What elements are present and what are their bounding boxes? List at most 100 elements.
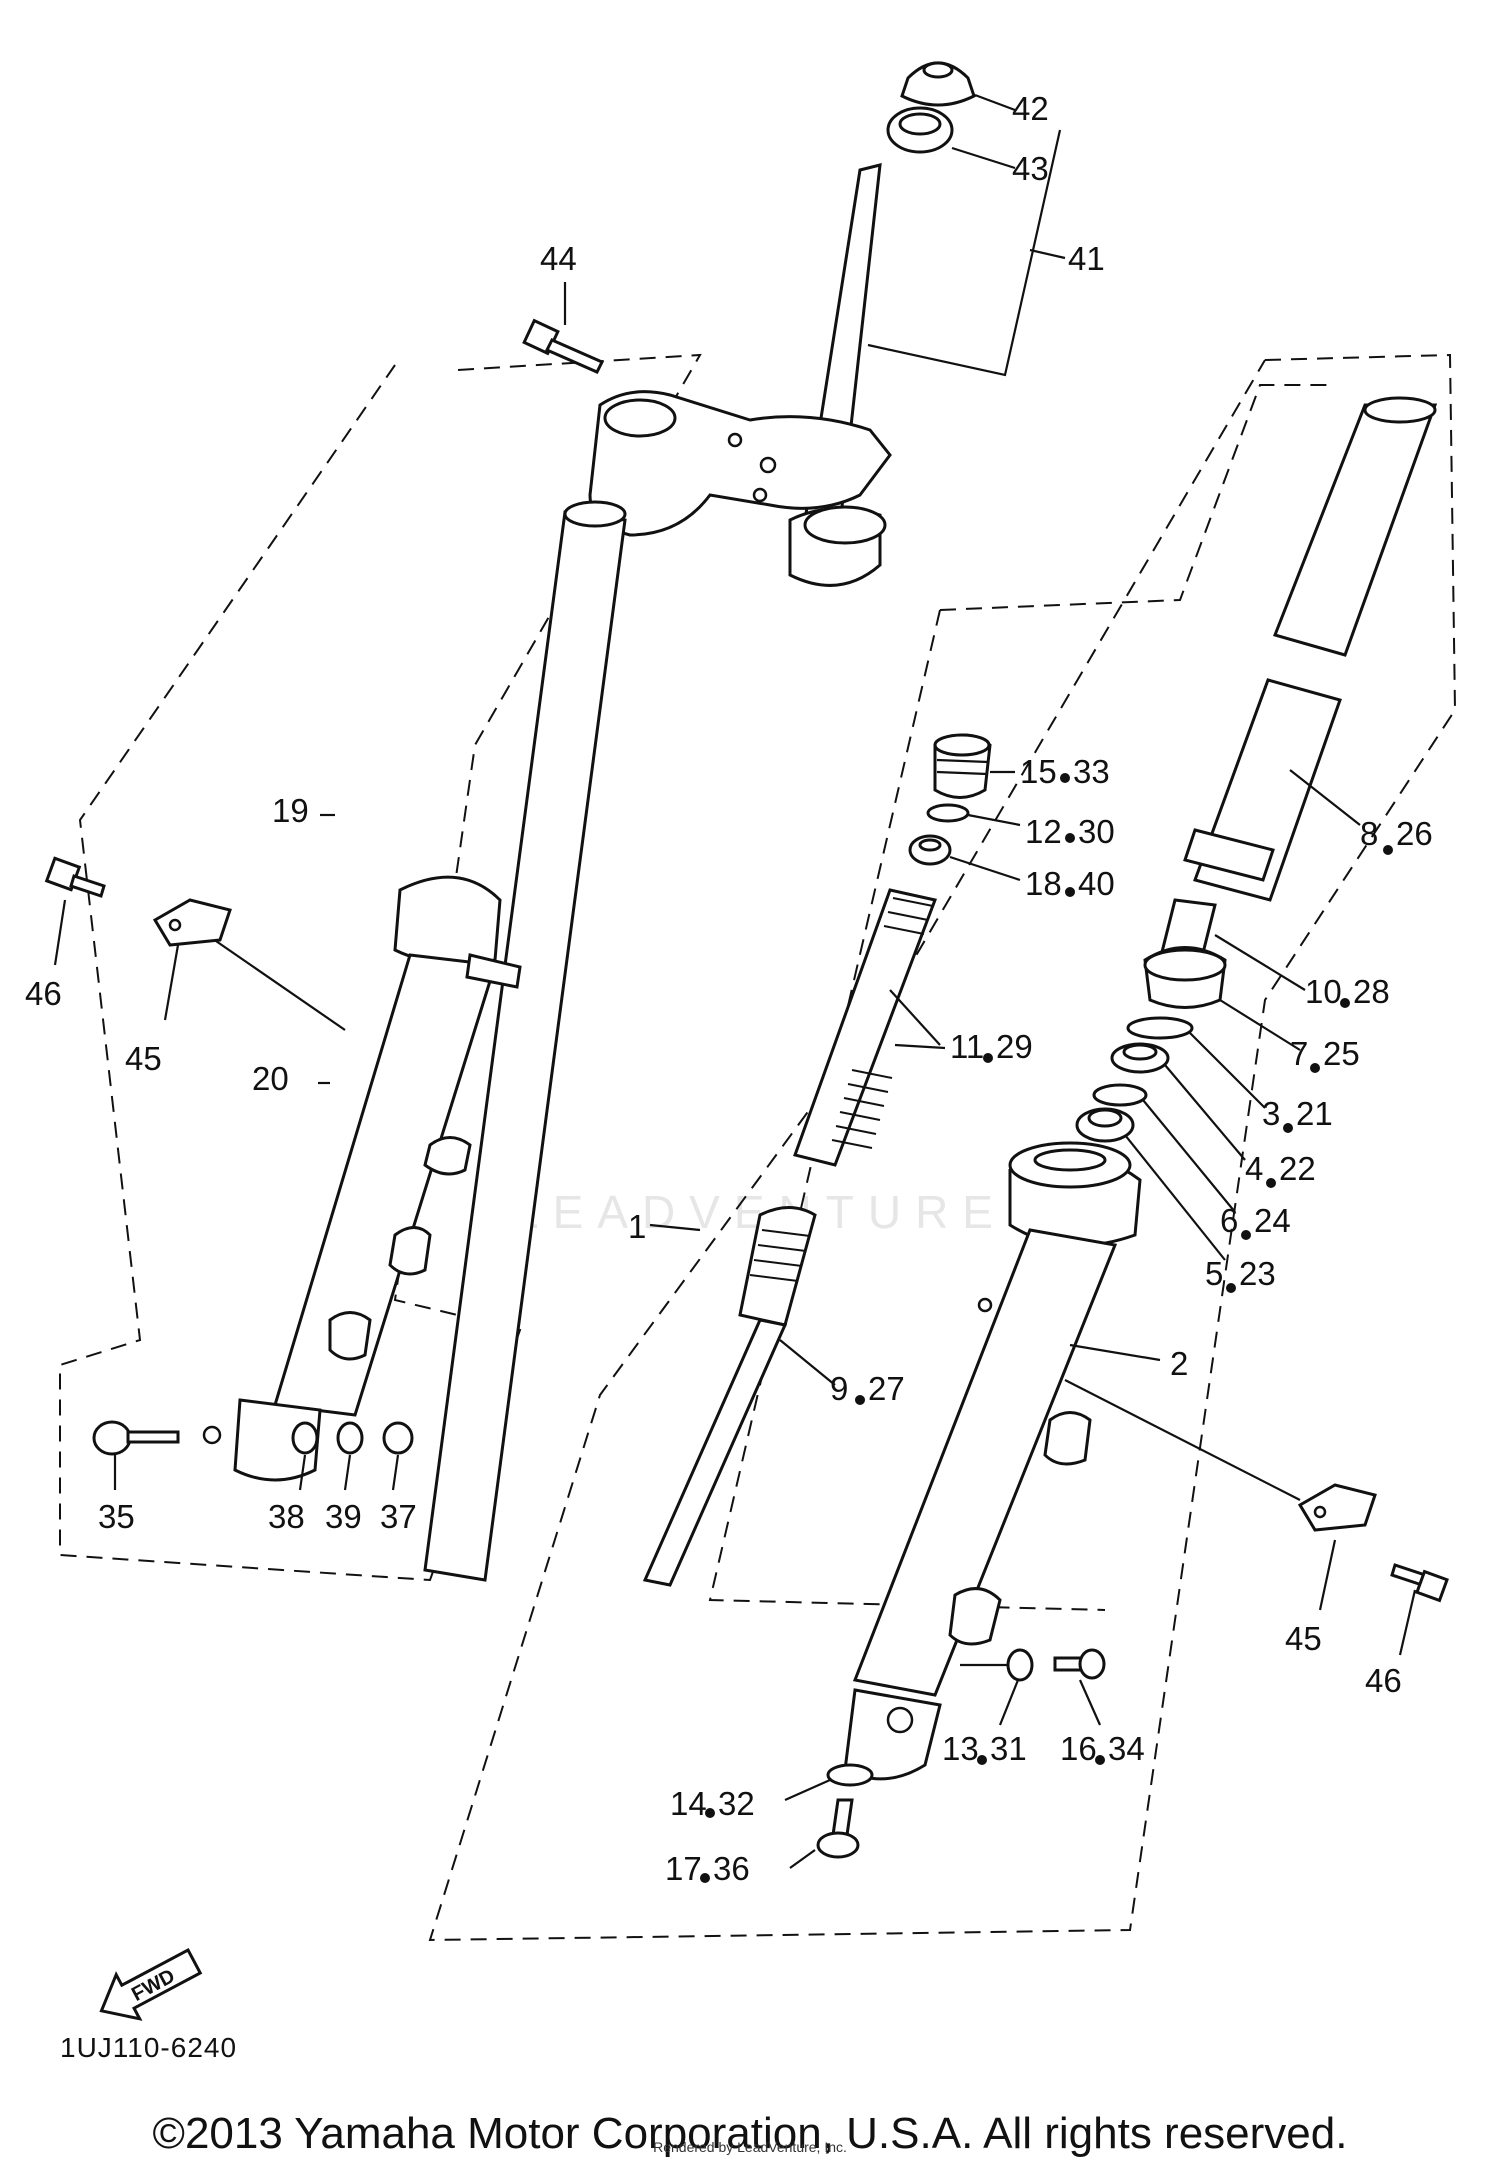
nut-part-37 [382,1421,414,1455]
callout-dot-11-29 [983,1053,993,1063]
callout-35: 35 [98,1498,135,1535]
callout-27: 27 [868,1370,905,1407]
damper-bolt-part-17 [816,1798,860,1859]
steering-cap-part-42 [900,61,976,107]
leader-13 [998,1679,1020,1726]
steering-stem-part-41 [588,163,892,587]
leader-11-bracket [889,989,941,1046]
callout-32: 32 [718,1785,755,1822]
callout-39: 39 [325,1498,362,1535]
callout-dot-6-24 [1241,1230,1251,1240]
callout-6: 6 [1220,1202,1238,1239]
callout-40: 40 [1078,865,1115,902]
callout-13: 13 [942,1730,979,1767]
inner-damper-group-outline [939,384,1335,611]
watermark-text: LEADVENTURE [513,1186,1007,1238]
callout-dot-9-27 [855,1395,865,1405]
left-fork-group-outline [59,353,702,1582]
washer-part-13 [1006,1648,1034,1682]
callout-dot-3-21 [1283,1123,1293,1133]
axle-bolt-part-35 [92,1420,180,1456]
callout-31: 31 [990,1730,1027,1767]
leader-46-right [1398,1589,1417,1656]
callout-43: 43 [1012,150,1049,187]
callout-11: 11 [950,1028,984,1065]
callout-33: 33 [1073,753,1110,790]
callout-21: 21 [1296,1095,1333,1132]
fork-spring-part-11 [793,888,938,1167]
callout-dot-17-36 [700,1873,710,1883]
leader-37 [391,1454,400,1491]
washer-part-4 [1110,1042,1170,1074]
callout-dot-15-33 [1060,773,1070,783]
callout-26: 26 [1396,815,1433,852]
leader-14 [784,1778,831,1802]
leader-5 [1124,1134,1226,1261]
ring-part-6 [1092,1083,1148,1107]
leader-45-right-2 [1318,1539,1337,1611]
callout-dot-8-26 [1383,845,1393,855]
callout-37: 37 [380,1498,417,1535]
o-ring-part-12 [926,803,970,823]
right-fork-group-outline [428,353,1457,1942]
callout-dot-16-34 [1095,1755,1105,1765]
damper-rod-part-9 [642,1206,817,1587]
callout-23: 23 [1239,1255,1276,1292]
callout-16: 16 [1060,1730,1097,1767]
clamp-part-45-left [152,898,232,947]
oil-seal-part-7 [1143,946,1227,1009]
copyright-footer: ©2013 Yamaha Motor Corporation, U.S.A. A… [152,2109,1348,2158]
fwd-arrow-icon: FWD [99,1948,203,2021]
rendered-by-note: Rendered by LeadVenture, Inc. [653,2139,847,2155]
spring-washer-part-39 [336,1421,364,1455]
leader-41 [1029,248,1066,260]
drain-bolt-part-16 [1053,1648,1106,1680]
callout-9: 9 [830,1370,848,1407]
outer-tube-part-2 [843,1141,1142,1781]
leader-43 [951,146,1016,170]
callout-3: 3 [1262,1095,1280,1132]
callout-22: 22 [1279,1150,1316,1187]
clamp-part-45-right [1297,1483,1377,1532]
callout-25: 25 [1323,1035,1360,1072]
leader-45-left [199,929,346,1031]
callout-1: 1 [628,1208,646,1245]
callout-12: 12 [1025,813,1062,850]
callout-15: 15 [1020,753,1057,790]
callout-dot-14-32 [705,1808,715,1818]
callout-46-right: 46 [1365,1662,1402,1699]
callout-18: 18 [1025,865,1062,902]
callout-17: 17 [665,1850,702,1887]
callout-46-left: 46 [25,975,62,1012]
leader-4 [1164,1064,1246,1161]
cap-bolt-part-15 [933,733,992,799]
leader-46-left [53,899,67,966]
leader-2 [1069,1343,1161,1362]
leader-8 [1289,769,1361,826]
spacer-part-18 [908,834,952,866]
callout-dot-7-25 [1310,1063,1320,1073]
callout-29: 29 [996,1028,1033,1065]
circlip-part-3 [1126,1016,1194,1040]
inner-tube-part-8 [1183,396,1438,902]
leader-11 [894,1043,946,1050]
callout-41: 41 [1068,240,1105,277]
callout-dot-13-31 [977,1755,987,1765]
callout-7: 7 [1290,1035,1308,1072]
leader-38 [298,1454,307,1491]
callout-28: 28 [1353,973,1390,1010]
callout-8: 8 [1360,815,1378,852]
leader-16 [1078,1679,1102,1726]
callout-45-left: 45 [125,1040,162,1077]
left-fork-tube-part-19 [423,500,627,1582]
callout-10: 10 [1305,973,1342,1010]
left-fork-outer-part-20 [202,875,522,1482]
callout-34: 34 [1108,1730,1145,1767]
callout-45-right: 45 [1285,1620,1322,1657]
callout-14: 14 [670,1785,707,1822]
diagram-code: 1UJ110-6240 [60,2032,238,2063]
callout-30: 30 [1078,813,1115,850]
leader-3 [1189,1032,1266,1109]
callout-2: 2 [1170,1345,1188,1382]
